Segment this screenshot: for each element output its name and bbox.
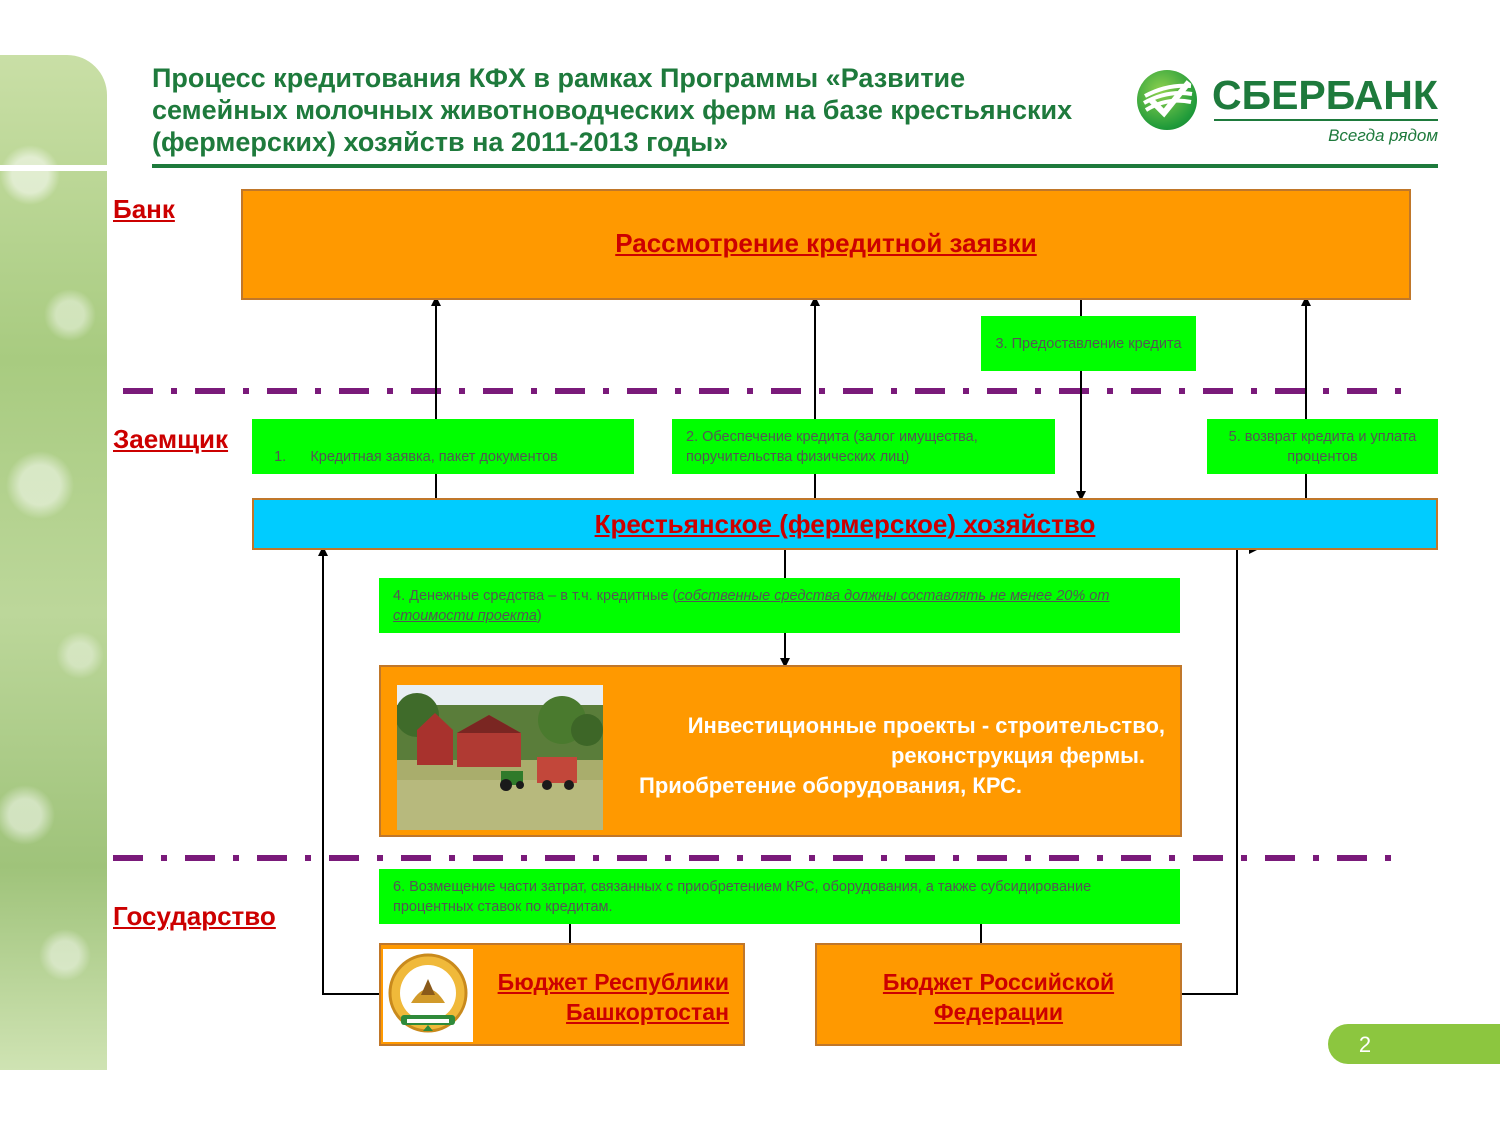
page-number-tab bbox=[1328, 1024, 1500, 1064]
investment-line1: Инвестиционные проекты - строительство, bbox=[687, 713, 1165, 738]
sberbank-logo-icon bbox=[1137, 70, 1197, 130]
emblem-illustration bbox=[388, 953, 468, 1033]
decorative-side-panel bbox=[0, 55, 107, 1070]
farm-photo bbox=[397, 685, 603, 830]
budget-rb-line1[interactable]: Бюджет Республики bbox=[497, 969, 729, 995]
step1-label: 1. Кредитная заявка, пакет документов bbox=[274, 449, 558, 465]
page-title: Процесс кредитования КФХ в рамках Програ… bbox=[152, 63, 1073, 157]
budget-rb-box: Бюджет Республики Башкортостан bbox=[379, 943, 745, 1046]
row-label-state: Государство bbox=[113, 901, 276, 931]
investment-box: Инвестиционные проекты - строительство, … bbox=[379, 665, 1182, 837]
step5-box: 5. возврат кредита и уплата процентов bbox=[1207, 419, 1438, 474]
farm-photo-illustration bbox=[397, 685, 603, 830]
step4-prefix: 4. Денежные средства – в т.ч. кредитные … bbox=[393, 588, 678, 604]
step3-box: 3. Предоставление кредита bbox=[981, 316, 1196, 371]
budget-rf-box: Бюджет Российской Федерации bbox=[815, 943, 1182, 1046]
credit-review-box: Рассмотрение кредитной заявки bbox=[241, 189, 1411, 300]
step6-box: 6. Возмещение части затрат, связанных с … bbox=[379, 869, 1180, 924]
step4-note[interactable]: собственные средства должны составлять н… bbox=[393, 588, 1110, 624]
row-label-borrower: Заемщик bbox=[113, 424, 229, 454]
credit-review-label[interactable]: Рассмотрение кредитной заявки bbox=[615, 228, 1037, 258]
budget-rf-line1[interactable]: Бюджет Российской bbox=[882, 969, 1115, 995]
step2-label: 2. Обеспечение кредита (залог имущества,… bbox=[686, 429, 978, 465]
arrow-rf-budget bbox=[1181, 544, 1259, 995]
step4-box: 4. Денежные средства – в т.ч. кредитные … bbox=[379, 578, 1180, 633]
title-underline bbox=[152, 164, 1438, 168]
budget-rb-line2[interactable]: Башкортостан bbox=[566, 999, 729, 1025]
investment-line3: Приобретение оборудования, КРС. bbox=[639, 773, 1022, 798]
arrow-rb-budget bbox=[318, 546, 380, 995]
budget-rb-label: Бюджет Республики Башкортостан bbox=[477, 967, 729, 1027]
page-number: 2 bbox=[1358, 1032, 1372, 1057]
farm-label[interactable]: Крестьянское (фермерское) хозяйство bbox=[594, 508, 1096, 539]
bashkortostan-emblem-icon bbox=[383, 949, 473, 1042]
logo-divider bbox=[1214, 119, 1438, 121]
sberbank-logo-text: СБЕРБАНК bbox=[1212, 72, 1438, 118]
side-panel-gap bbox=[0, 165, 110, 171]
investment-line2: реконструкция фермы. bbox=[890, 743, 1145, 768]
step6-label: 6. Возмещение части затрат, связанных с … bbox=[393, 879, 1092, 915]
row-label-bank: Банк bbox=[113, 194, 175, 224]
step4-suffix: ) bbox=[536, 608, 542, 624]
step1-box: 1. Кредитная заявка, пакет документов bbox=[252, 419, 634, 474]
budget-rf-label: Бюджет Российской Федерации bbox=[817, 967, 1180, 1027]
farm-box: Крестьянское (фермерское) хозяйство bbox=[252, 498, 1438, 550]
logo-slogan: Всегда рядом bbox=[1328, 126, 1438, 145]
investment-text: Инвестиционные проекты - строительство, … bbox=[613, 711, 1169, 801]
sberbank-logo-checkmark bbox=[1143, 80, 1193, 118]
step3-label: 3. Предоставление кредита bbox=[995, 335, 1182, 352]
budget-rf-line2[interactable]: Федерации bbox=[933, 999, 1064, 1025]
step2-box: 2. Обеспечение кредита (залог имущества,… bbox=[672, 419, 1055, 474]
step5-label: 5. возврат кредита и уплата процентов bbox=[1228, 428, 1417, 465]
